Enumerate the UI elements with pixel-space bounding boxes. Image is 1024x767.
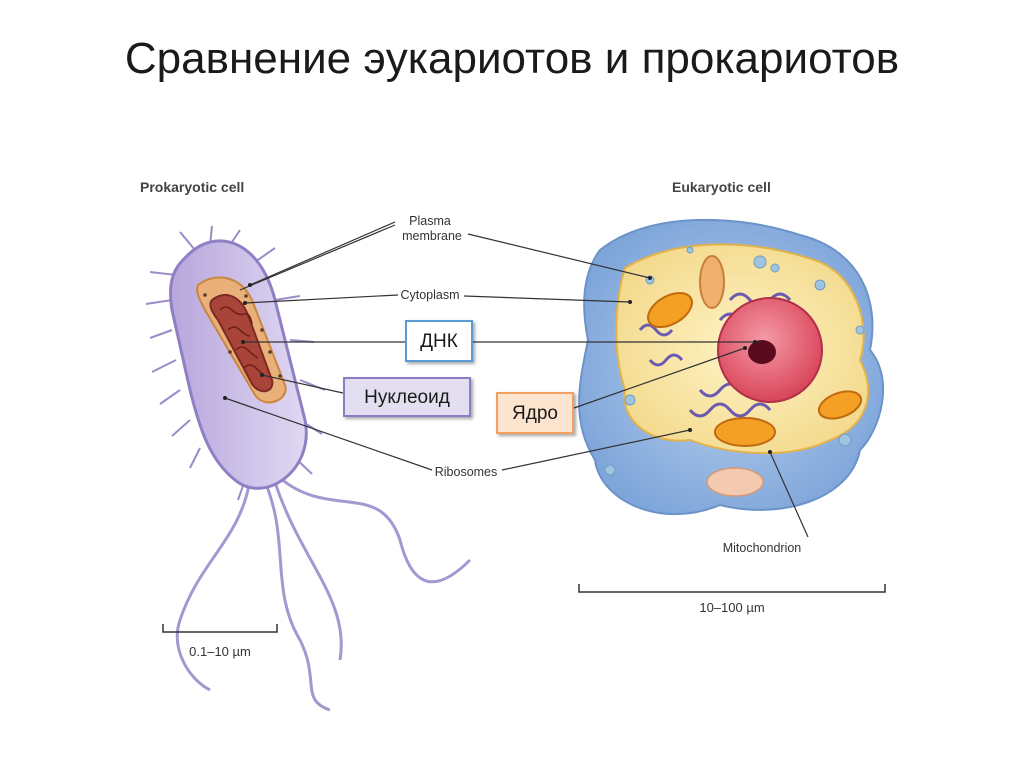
mitochondrion-label: Mitochondrion bbox=[723, 541, 802, 555]
nucleus-box-label: Ядро bbox=[512, 403, 558, 424]
mitochondria bbox=[647, 255, 863, 447]
dna-box: ДНК bbox=[405, 320, 473, 362]
leader-dots bbox=[223, 276, 772, 454]
nucleus-box: Ядро bbox=[496, 392, 574, 434]
ribosomes-label: Ribosomes bbox=[435, 465, 498, 479]
eukaryote-scale-label: 10–100 µm bbox=[699, 600, 764, 615]
leader-lines bbox=[224, 221, 809, 538]
eukaryotic-cell bbox=[578, 218, 885, 516]
flagella bbox=[175, 476, 472, 712]
plasma-membrane-label-line1: Plasma bbox=[409, 214, 451, 228]
vacuole bbox=[706, 467, 764, 497]
nucleoid-box: Нуклеоид bbox=[343, 377, 471, 417]
slide-title: Сравнение эукариотов и прокариотов bbox=[124, 34, 900, 83]
dna-box-label: ДНК bbox=[420, 331, 458, 352]
prokaryote-scale-bar bbox=[162, 624, 278, 633]
plasma-membrane-label-line2: membrane bbox=[402, 229, 462, 243]
prokaryote-scale-label: 0.1–10 µm bbox=[189, 644, 251, 659]
nucleolus bbox=[748, 340, 776, 364]
eukaryote-scale-bar bbox=[578, 584, 886, 593]
prokaryote-header: Prokaryotic cell bbox=[140, 179, 244, 195]
cytoplasm-label: Cytoplasm bbox=[400, 288, 459, 302]
eukaryote-header: Eukaryotic cell bbox=[672, 179, 771, 195]
vesicles bbox=[604, 246, 865, 476]
prokaryote-ribosomes bbox=[203, 293, 282, 378]
nucleoid-box-label: Нуклеоид bbox=[364, 387, 450, 408]
